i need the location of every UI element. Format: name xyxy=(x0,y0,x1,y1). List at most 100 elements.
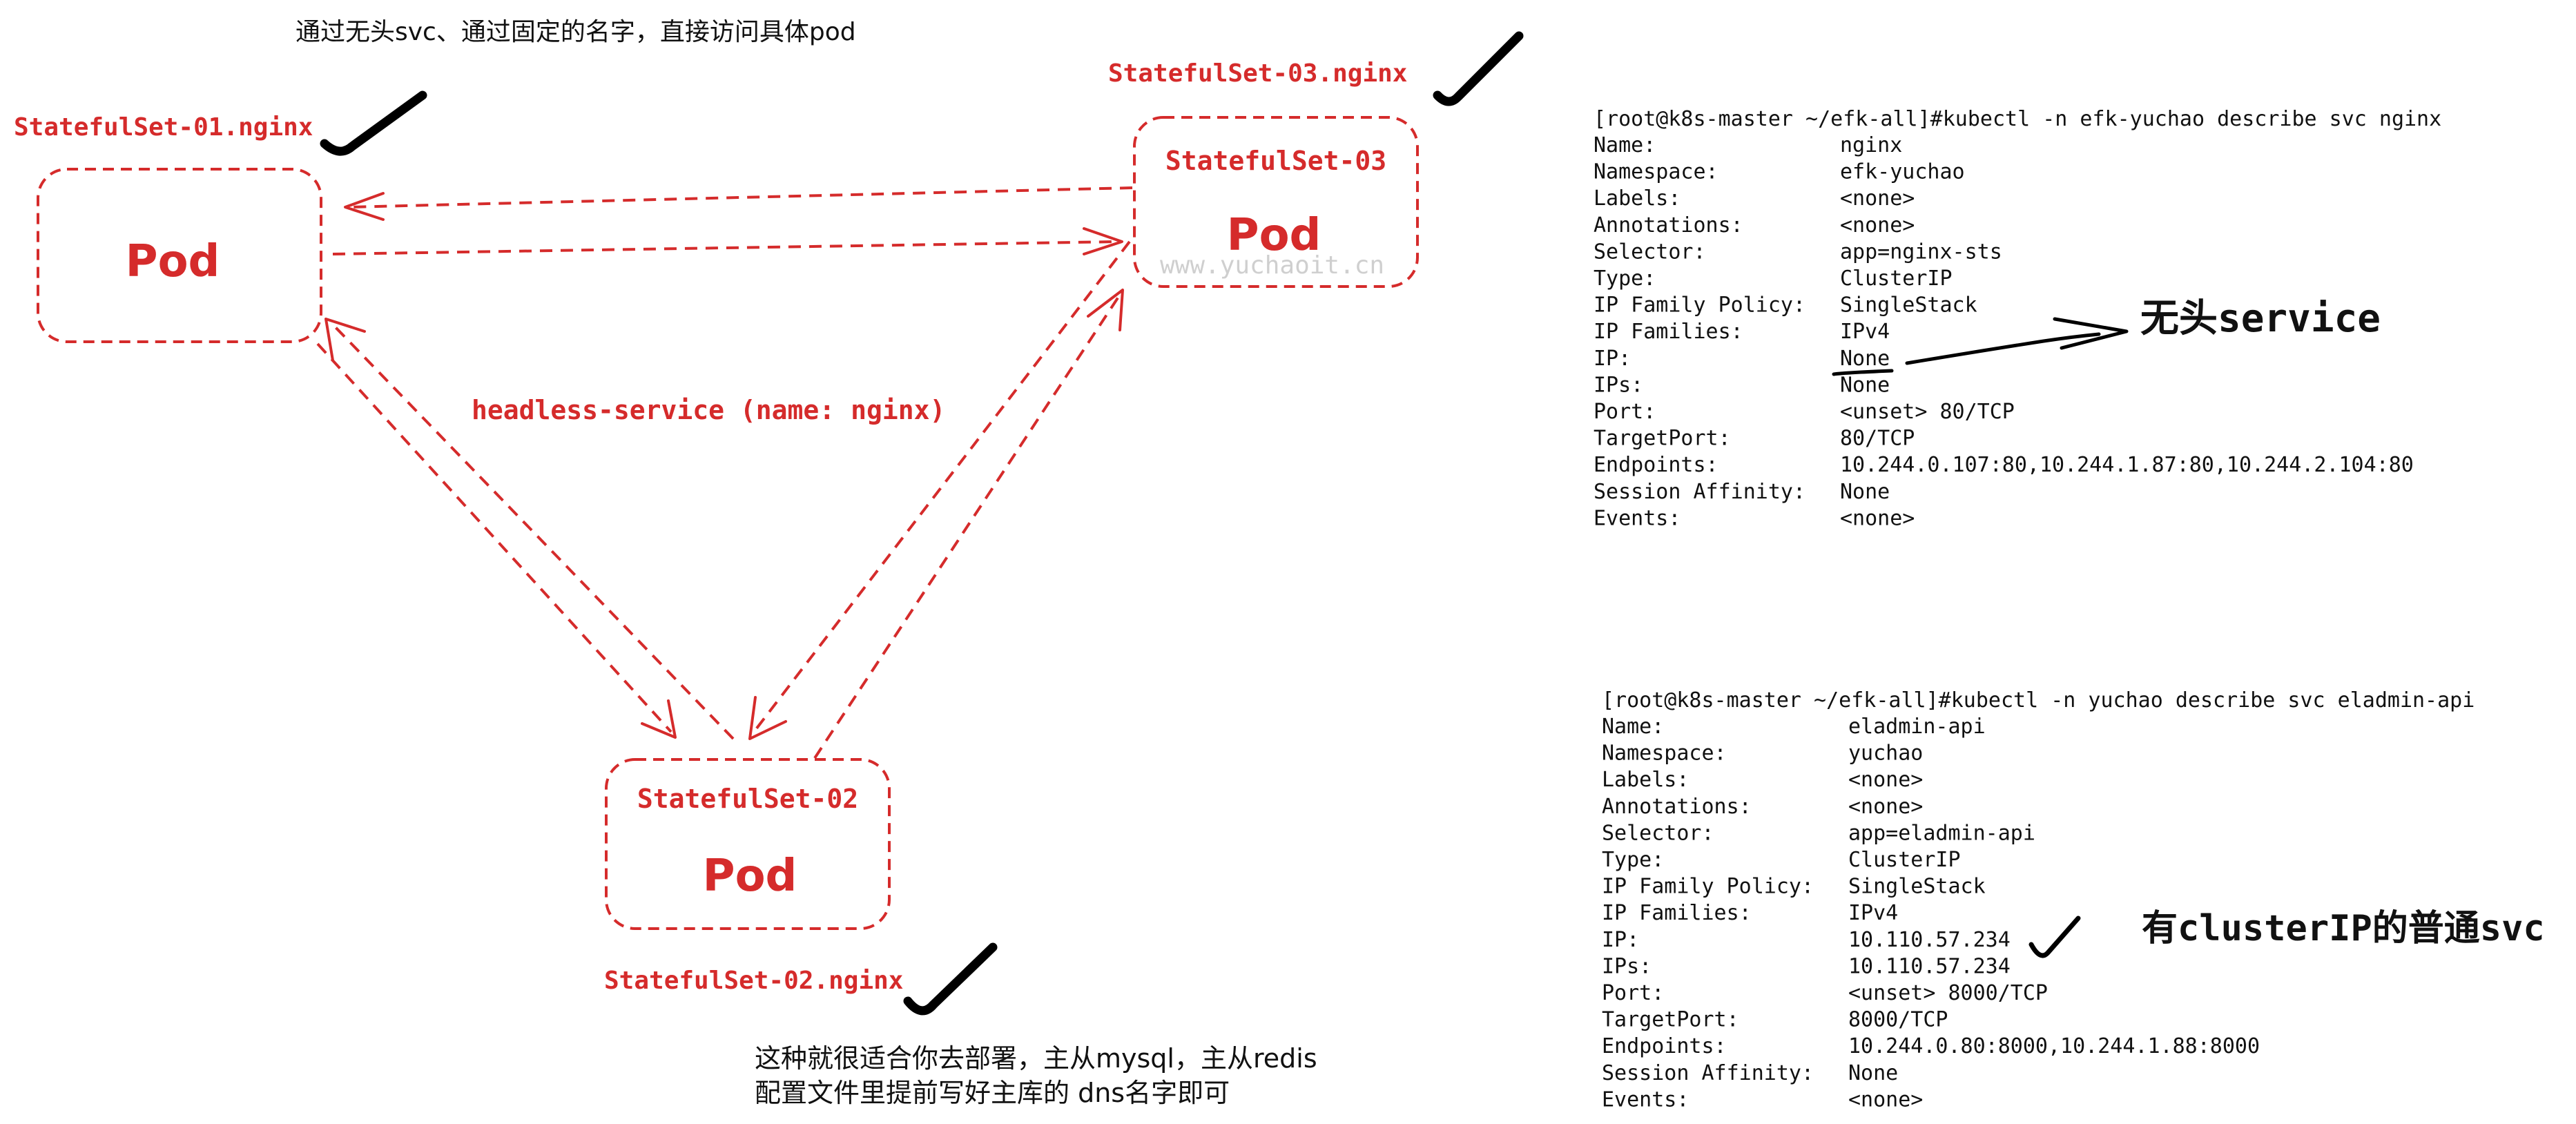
pod-02-label: Pod xyxy=(703,851,797,902)
arrowhead xyxy=(344,192,385,221)
arrow-pod3-to-pod1 xyxy=(348,186,1133,209)
terminal1-row-value: <unset> 80/TCP xyxy=(1840,400,2015,424)
terminal1-row-value: nginx xyxy=(1840,133,1902,157)
arrow-pod2-to-pod3 xyxy=(813,295,1120,759)
pod-03-title: StatefulSet-03 xyxy=(1165,146,1386,176)
terminal1-row-key: Annotations: xyxy=(1594,213,1743,238)
terminal1-row-value: app=nginx-sts xyxy=(1840,240,2002,264)
headless-service-label: headless-service (name: nginx) xyxy=(472,395,945,425)
terminal2-row-key: Namespace: xyxy=(1602,742,1727,766)
watermark: www.yuchaoit.cn xyxy=(1160,251,1384,280)
terminal2-row-value: ClusterIP xyxy=(1848,848,1961,872)
terminal1-row-key: Namespace: xyxy=(1594,160,1718,184)
pod-01-label: Pod xyxy=(126,236,220,287)
pod-02-dns-label: StatefulSet-02.nginx xyxy=(604,967,903,995)
terminal-output-headless: [root@k8s-master ~/efk-all]#kubectl -n e… xyxy=(1594,107,2441,530)
pod-statefulset-01: StatefulSet-01.nginx Pod xyxy=(14,90,427,343)
arrowhead xyxy=(1083,227,1123,255)
terminal2-row-value: <none> xyxy=(1848,1087,1923,1112)
terminal1-row-value: SingleStack xyxy=(1840,293,1977,318)
terminal1-command: [root@k8s-master ~/efk-all]#kubectl -n e… xyxy=(1594,107,2441,131)
annotation-arrowhead xyxy=(2053,317,2129,350)
checkmark-icon xyxy=(320,90,427,156)
terminal1-row-key: Labels: xyxy=(1594,186,1681,211)
clusterip-annotation: 有clusterIP的普通svc xyxy=(2142,908,2545,949)
arrow-pod2-to-pod1 xyxy=(331,323,735,740)
terminal2-row-key: Annotations: xyxy=(1602,795,1752,819)
terminal2-row-value: <none> xyxy=(1848,795,1923,819)
connection-arrows xyxy=(316,186,1133,759)
arrow-pod1-to-pod3 xyxy=(332,240,1119,255)
arrow-pod1-to-pod2 xyxy=(316,342,672,733)
terminal1-row-value: None xyxy=(1840,373,1890,397)
terminal1-row-key: Type: xyxy=(1594,267,1656,291)
terminal1-row-key: IP Families: xyxy=(1594,320,1743,344)
headless-annotation: 无头service xyxy=(2140,296,2381,341)
bottom-note-line-2: 配置文件里提前写好主库的 dns名字即可 xyxy=(755,1078,1230,1108)
terminal1-row-value: 80/TCP xyxy=(1840,427,1915,451)
terminal2-row-value: 8000/TCP xyxy=(1848,1008,1948,1032)
terminal2-row-key: IPs: xyxy=(1602,954,1652,978)
terminal1-row-key: IP Family Policy: xyxy=(1594,293,1805,318)
terminal2-row-value: 10.110.57.234 xyxy=(1848,928,2011,952)
terminal1-row-key: TargetPort: xyxy=(1594,427,1731,451)
terminal2-row-key: Endpoints: xyxy=(1602,1034,1727,1058)
terminal1-row-value: ClusterIP xyxy=(1840,267,1953,291)
terminal2-row-value: app=eladmin-api xyxy=(1848,821,2035,845)
pod-statefulset-03: StatefulSet-03.nginx StatefulSet-03 Pod … xyxy=(1108,31,1524,288)
terminal2-row-key: Labels: xyxy=(1602,768,1689,792)
terminal1-row-key: Events: xyxy=(1594,506,1681,530)
terminal2-row-value: 10.110.57.234 xyxy=(1848,954,2011,978)
terminal2-row-value: IPv4 xyxy=(1848,901,1898,925)
terminal1-row-key: Endpoints: xyxy=(1594,453,1718,477)
arrowhead xyxy=(325,318,366,362)
terminal2-row-key: IP: xyxy=(1602,928,1639,952)
terminal1-row-key: IPs: xyxy=(1594,373,1643,397)
terminal2-row-value: <unset> 8000/TCP xyxy=(1848,981,2048,1005)
terminal2-row-key: Selector: xyxy=(1602,821,1714,845)
pod-01-box xyxy=(37,168,322,343)
terminal1-row-value: <none> xyxy=(1840,213,1915,238)
terminal2-row-key: Name: xyxy=(1602,715,1664,739)
terminal1-row-value: <none> xyxy=(1840,506,1915,530)
terminal2-row-key: Type: xyxy=(1602,848,1664,872)
terminal2-row-key: IP Family Policy: xyxy=(1602,875,1814,899)
terminal1-row-value: 10.244.0.107:80,10.244.1.87:80,10.244.2.… xyxy=(1840,453,2414,477)
terminal-output-clusterip: [root@k8s-master ~/efk-all]#kubectl -n y… xyxy=(1602,688,2545,1112)
arrowhead xyxy=(748,696,787,740)
terminal2-row-value: eladmin-api xyxy=(1848,715,1986,739)
pod-03-box xyxy=(1133,116,1419,288)
terminal1-row-key: Port: xyxy=(1594,400,1656,424)
checkmark-icon xyxy=(2028,915,2081,958)
checkmark-icon xyxy=(1433,31,1524,106)
pod-statefulset-02: StatefulSet-02 Pod StatefulSet-02.nginx xyxy=(604,758,998,1016)
terminal2-row-value: SingleStack xyxy=(1848,875,1986,899)
terminal1-row-key: Selector: xyxy=(1594,240,1706,264)
terminal2-row-value: 10.244.0.80:8000,10.244.1.88:8000 xyxy=(1848,1034,2260,1058)
terminal1-row-value: efk-yuchao xyxy=(1840,160,1965,184)
pod-01-dns-label: StatefulSet-01.nginx xyxy=(14,113,313,142)
terminal1-row-value: None xyxy=(1840,347,1890,371)
pod-03-dns-label: StatefulSet-03.nginx xyxy=(1108,59,1407,88)
arrowhead xyxy=(641,699,677,739)
terminal2-row-value: None xyxy=(1848,1061,1898,1085)
terminal1-row-value: <none> xyxy=(1840,186,1915,211)
pod-02-title: StatefulSet-02 xyxy=(637,784,858,814)
terminal2-row-key: Events: xyxy=(1602,1087,1689,1112)
top-note: 通过无头svc、通过固定的名字，直接访问具体pod xyxy=(296,18,856,46)
terminal2-row-value: yuchao xyxy=(1848,742,1923,766)
terminal2-row-key: Session Affinity: xyxy=(1602,1061,1814,1085)
bottom-note-line-1: 这种就很适合你去部署，主从mysql，主从redis xyxy=(755,1043,1317,1074)
pod-02-box xyxy=(605,758,891,930)
terminal1-row-key: Name: xyxy=(1594,133,1656,157)
pod-03-label: Pod xyxy=(1227,210,1321,261)
ip-none-underline xyxy=(1832,369,1894,376)
annotation-arrow xyxy=(1905,332,2101,365)
terminal2-row-key: IP Families: xyxy=(1602,901,1752,925)
terminal2-row-value: <none> xyxy=(1848,768,1923,792)
terminal1-row-key: IP: xyxy=(1594,347,1631,371)
